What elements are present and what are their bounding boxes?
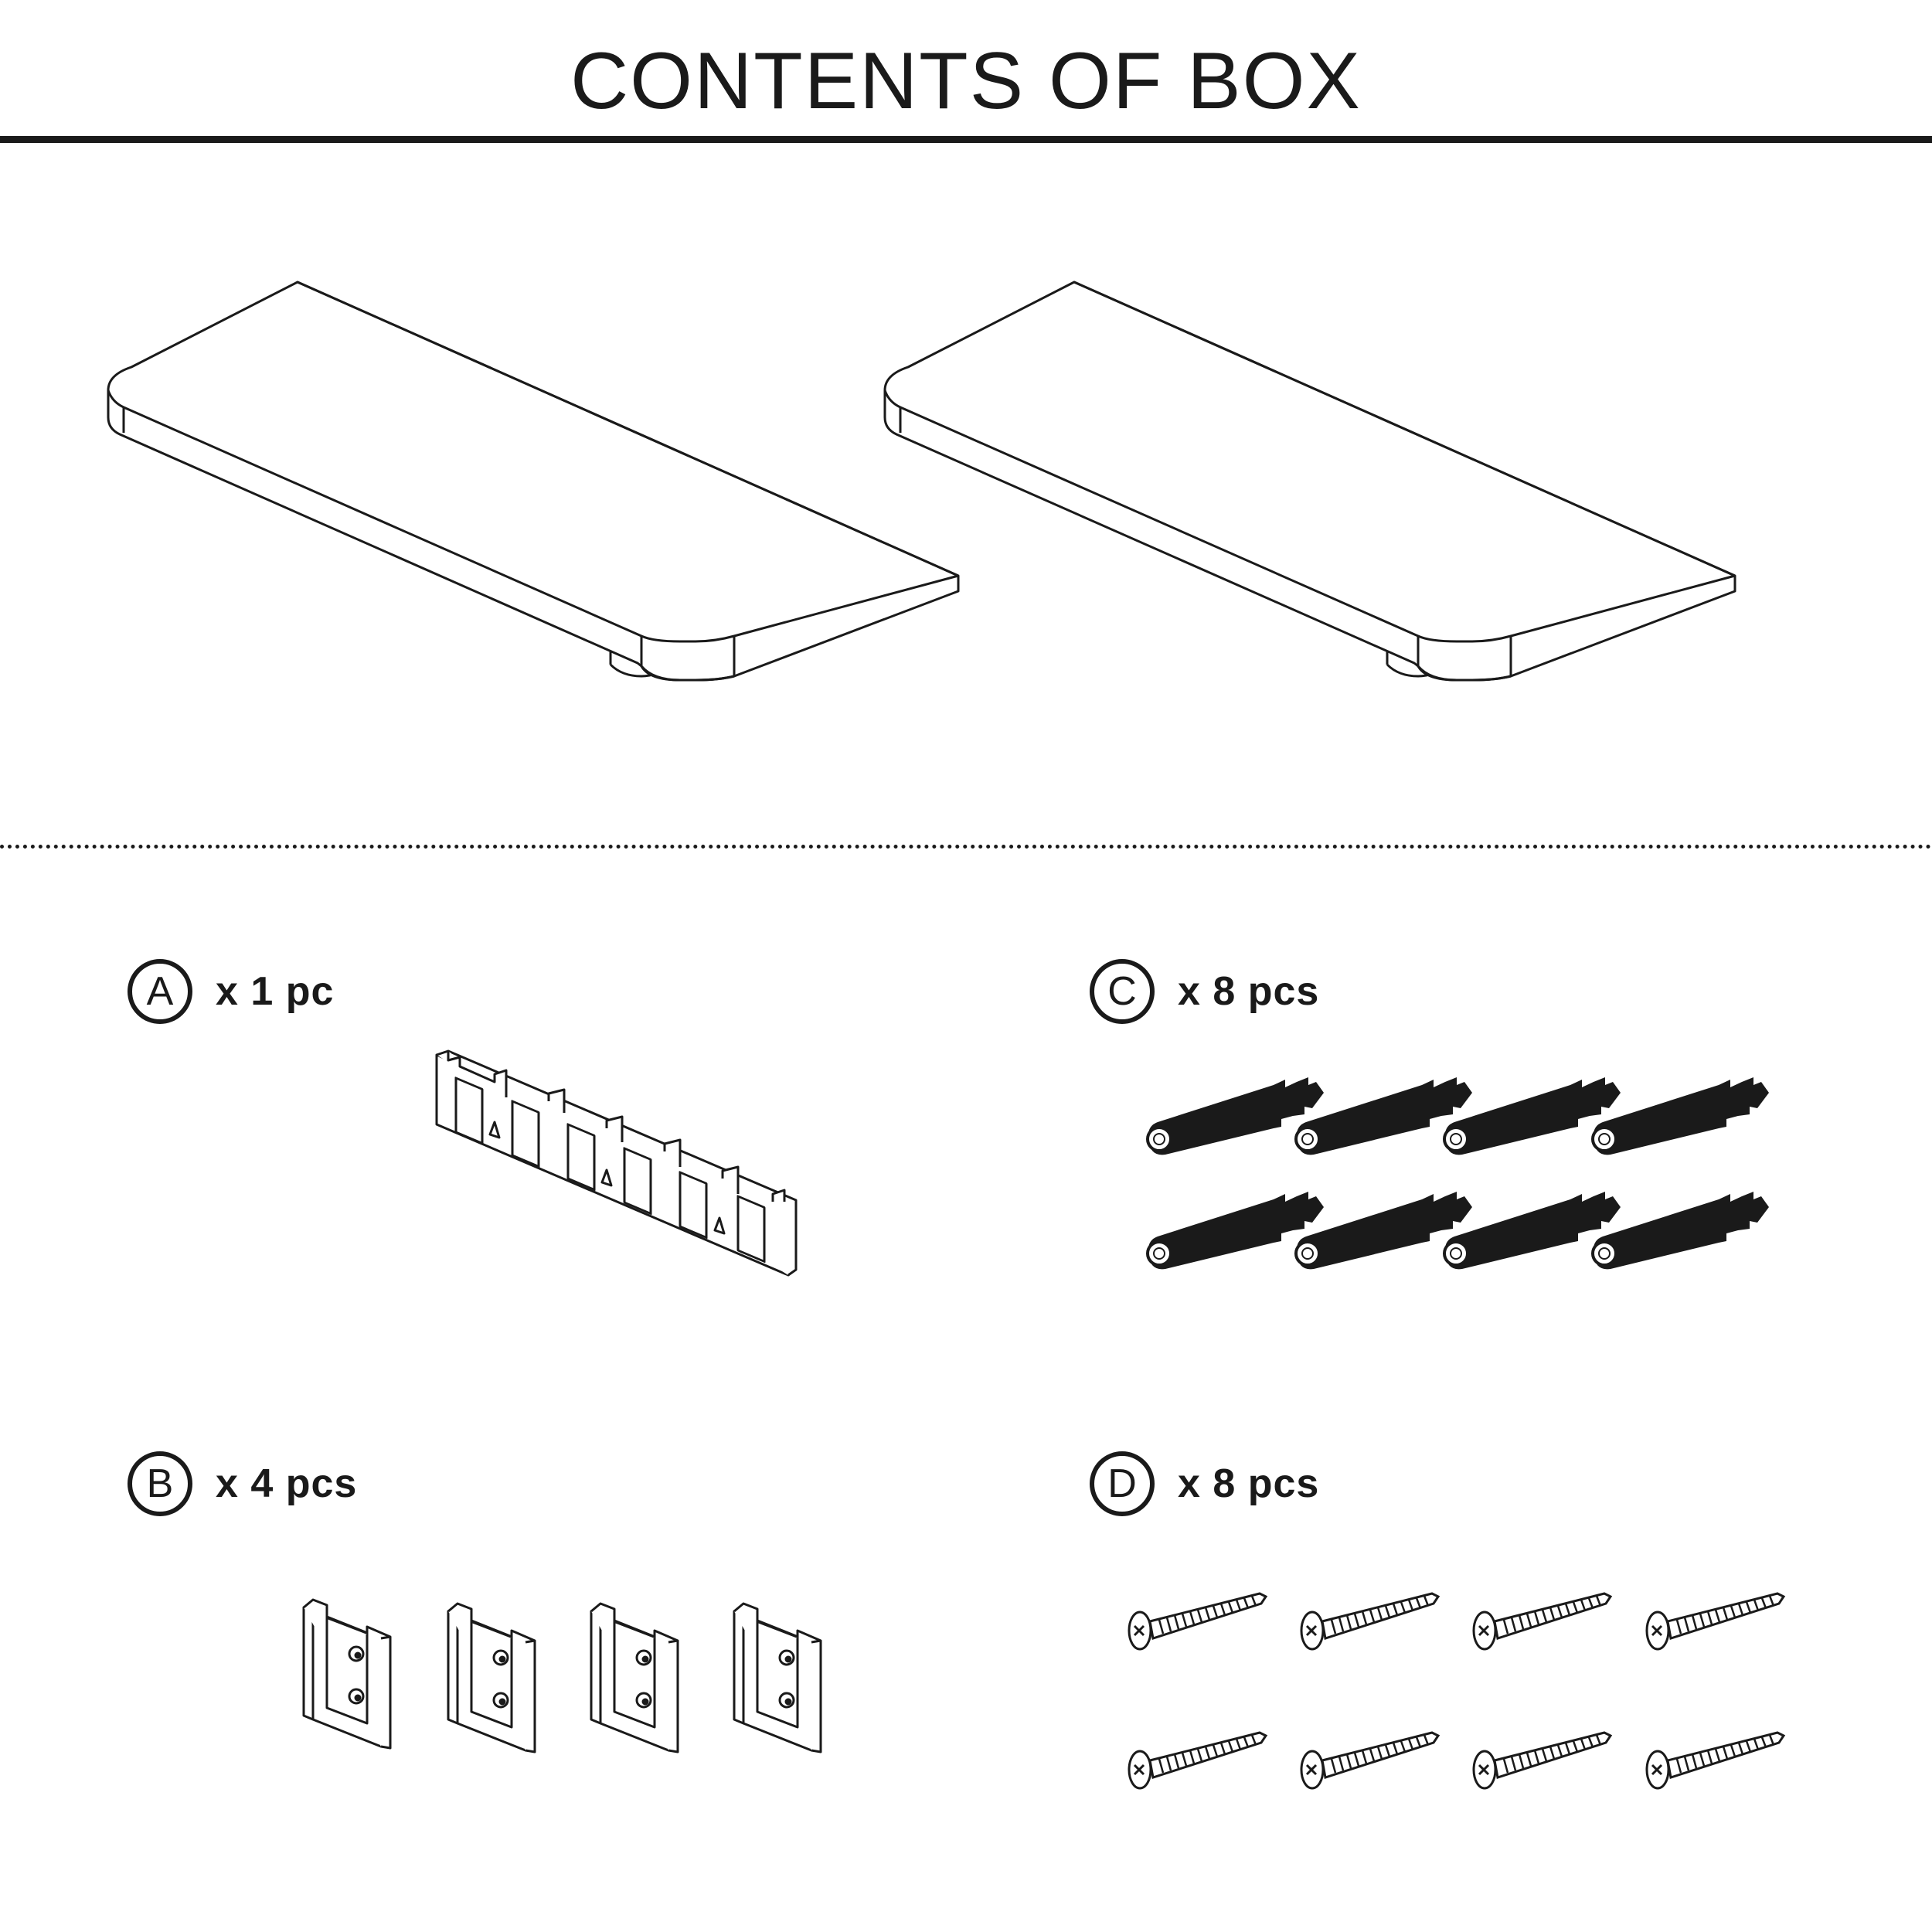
shelf-board-left-icon bbox=[107, 281, 960, 682]
part-a-quantity: x 1 pc bbox=[216, 969, 335, 1014]
part-b-label: B x 4 pcs bbox=[128, 1449, 357, 1519]
part-d-label: D x 8 pcs bbox=[1090, 1449, 1319, 1519]
part-a-badge: A bbox=[128, 959, 192, 1024]
part-b-quantity: x 4 pcs bbox=[216, 1461, 358, 1506]
part-c-badge: C bbox=[1090, 959, 1155, 1024]
wall-rail-icon bbox=[435, 1049, 798, 1277]
part-d-badge: D bbox=[1090, 1451, 1155, 1516]
part-a-label: A x 1 pc bbox=[128, 957, 334, 1026]
title-divider bbox=[0, 136, 1932, 143]
page-title: CONTENTS OF BOX bbox=[570, 36, 1362, 126]
part-b-badge: B bbox=[128, 1451, 192, 1516]
wall-plug-icon bbox=[1146, 1076, 1770, 1271]
shelf-board-right-icon bbox=[883, 281, 1736, 682]
part-d-quantity: x 8 pcs bbox=[1178, 1461, 1320, 1506]
mounting-bracket-icon bbox=[302, 1598, 822, 1753]
part-c-quantity: x 8 pcs bbox=[1178, 969, 1320, 1014]
part-c-label: C x 8 pcs bbox=[1090, 957, 1319, 1026]
section-divider bbox=[0, 845, 1932, 849]
screw-icon bbox=[1128, 1592, 1785, 1790]
